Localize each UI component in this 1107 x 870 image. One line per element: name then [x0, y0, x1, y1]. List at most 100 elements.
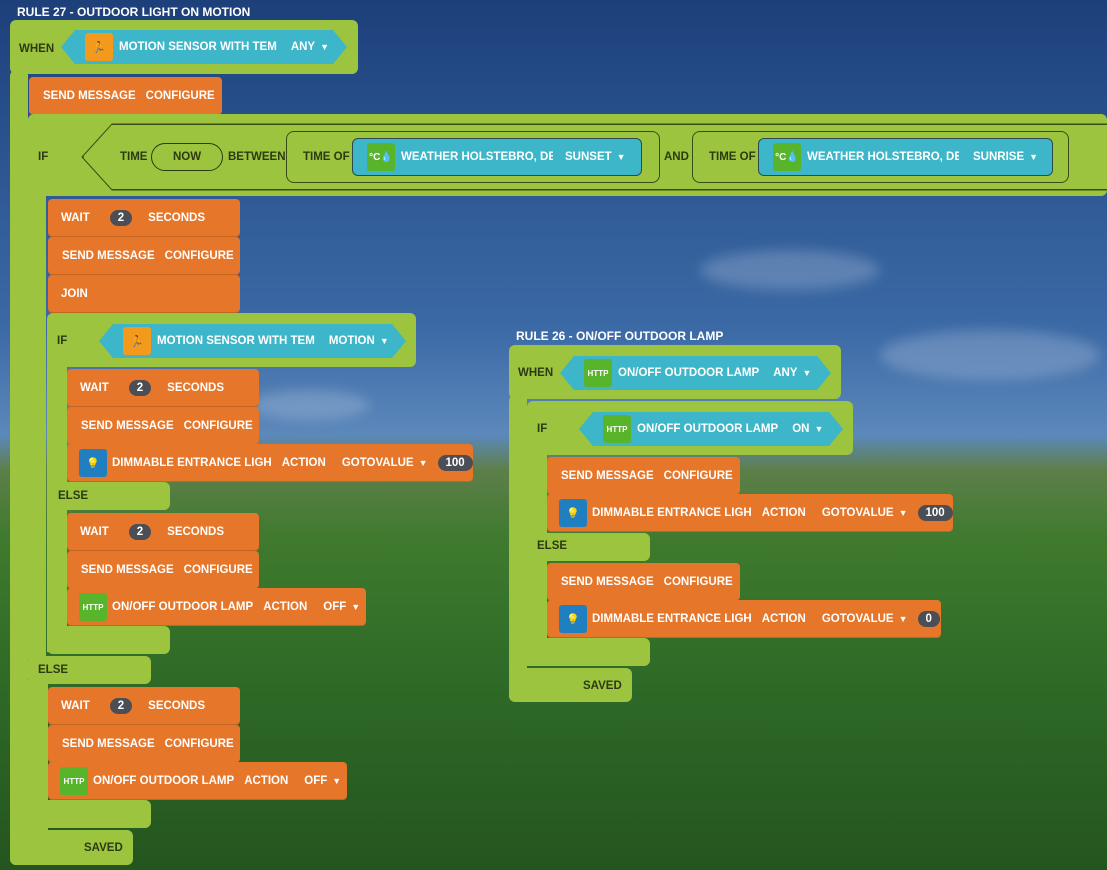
condition-device: ON/OFF OUTDOOR LAMP — [637, 423, 779, 435]
send-message-block[interactable]: SEND MESSAGE CONFIGURE — [547, 563, 740, 601]
send-message-label: SEND MESSAGE — [561, 576, 654, 588]
wait-unit: SECONDS — [148, 700, 206, 712]
wait-block[interactable]: WAIT 2 SECONDS — [67, 369, 259, 407]
time-of-label: TIME OF — [709, 151, 756, 163]
weather-sunset-condition[interactable]: °C💧 WEATHER HOLSTEBRO, DEN SUNSET▼ — [352, 138, 642, 176]
chevron-down-icon: ▼ — [898, 508, 908, 518]
rule27-footer — [10, 830, 133, 865]
action-label: ACTION — [281, 457, 326, 469]
wait-label: WAIT — [61, 212, 90, 224]
wait-block[interactable]: WAIT 2 SECONDS — [48, 687, 240, 725]
send-message-type[interactable]: CONFIGURE — [164, 738, 234, 750]
action-device: ON/OFF OUTDOOR LAMP — [93, 775, 235, 787]
send-message-label: SEND MESSAGE — [81, 564, 174, 576]
rule26-trigger[interactable]: HTTP ON/OFF OUTDOOR LAMP ANY▼ — [560, 356, 831, 390]
action-op-dropdown[interactable]: GOTOVALUE▼ — [821, 613, 908, 625]
dim-action-block[interactable]: 💡 DIMMABLE ENTRANCE LIGH ACTION GOTOVALU… — [67, 444, 473, 482]
chevron-down-icon: ▼ — [802, 368, 812, 378]
join-label: JOIN — [61, 288, 88, 300]
join-block[interactable]: JOIN — [48, 275, 240, 313]
send-message-type[interactable]: CONFIGURE — [663, 576, 733, 588]
weather-value-dropdown[interactable]: SUNSET▼ — [565, 151, 626, 163]
wait-block[interactable]: WAIT 2 SECONDS — [67, 513, 259, 551]
running-person-icon: 🏃 — [123, 327, 151, 355]
trigger-device: ON/OFF OUTDOOR LAMP — [618, 367, 760, 379]
weather-sunrise-condition[interactable]: °C💧 WEATHER HOLSTEBRO, DEN SUNRISE▼ — [758, 138, 1053, 176]
weather-temp-icon: °C💧 — [367, 143, 395, 171]
else-label: ELSE — [38, 664, 69, 676]
send-message-block[interactable]: SEND MESSAGE CONFIGURE — [67, 407, 259, 445]
lamp-action-block[interactable]: HTTP ON/OFF OUTDOOR LAMP ACTION OFF▼ — [67, 588, 366, 626]
send-message-type[interactable]: CONFIGURE — [183, 564, 253, 576]
wait-unit: SECONDS — [148, 212, 206, 224]
http-device-icon: HTTP — [584, 359, 612, 387]
action-value-input[interactable]: 100 — [437, 455, 473, 471]
rule27-trigger[interactable]: 🏃 MOTION SENSOR WITH TEM ANY▼ — [61, 30, 347, 64]
if-label: IF — [38, 151, 49, 163]
weather-device: WEATHER HOLSTEBRO, DEN — [807, 151, 959, 163]
wait-block[interactable]: WAIT 2 SECONDS — [48, 199, 240, 237]
dim-action-block[interactable]: 💡 DIMMABLE ENTRANCE LIGH ACTION GOTOVALU… — [547, 600, 941, 638]
action-op-dropdown[interactable]: GOTOVALUE▼ — [341, 457, 428, 469]
rule26-else-label: ELSE — [537, 540, 568, 552]
rule27-title: RULE 27 - OUTDOOR LIGHT ON MOTION — [17, 5, 251, 19]
action-device: DIMMABLE ENTRANCE LIGH — [592, 613, 752, 625]
send-message-type[interactable]: CONFIGURE — [164, 250, 234, 262]
send-message-label: SEND MESSAGE — [62, 250, 155, 262]
send-message-type[interactable]: CONFIGURE — [183, 420, 253, 432]
rule27-when-label: WHEN — [19, 43, 55, 55]
wait-label: WAIT — [80, 382, 109, 394]
action-device: ON/OFF OUTDOOR LAMP — [112, 601, 254, 613]
action-label: ACTION — [263, 601, 308, 613]
rule26-else-bar — [527, 533, 650, 561]
action-value-input[interactable]: 0 — [917, 611, 940, 627]
inner-else-bar — [47, 482, 170, 510]
trigger-value-dropdown[interactable]: ANY▼ — [773, 367, 812, 379]
rule26-status: SAVED — [583, 680, 622, 692]
action-value-dropdown[interactable]: OFF▼ — [323, 601, 361, 613]
chevron-down-icon: ▼ — [418, 458, 428, 468]
action-op-dropdown[interactable]: GOTOVALUE▼ — [821, 507, 908, 519]
rule26-if-footer — [527, 638, 650, 666]
inner-if-condition[interactable]: 🏃 MOTION SENSOR WITH TEM MOTION▼ — [99, 324, 406, 358]
wait-seconds-input[interactable]: 2 — [128, 380, 152, 396]
wait-seconds-input[interactable]: 2 — [109, 210, 133, 226]
condition-value-dropdown[interactable]: ON▼ — [792, 423, 824, 435]
rule27-status: SAVED — [84, 842, 123, 854]
send-message-block[interactable]: SEND MESSAGE CONFIGURE — [48, 237, 240, 275]
time-value-input[interactable]: NOW — [151, 143, 223, 171]
send-message-type[interactable]: CONFIGURE — [663, 470, 733, 482]
send-message-label: SEND MESSAGE — [561, 470, 654, 482]
rule26-when-label: WHEN — [518, 367, 554, 379]
lamp-action-block[interactable]: HTTP ON/OFF OUTDOOR LAMP ACTION OFF▼ — [48, 762, 347, 800]
action-device: DIMMABLE ENTRANCE LIGH — [112, 457, 272, 469]
send-message-block[interactable]: SEND MESSAGE CONFIGURE — [547, 457, 740, 495]
dim-action-block[interactable]: 💡 DIMMABLE ENTRANCE LIGH ACTION GOTOVALU… — [547, 494, 953, 532]
lightbulb-icon: 💡 — [79, 449, 107, 477]
trigger-value-dropdown[interactable]: ANY▼ — [290, 41, 330, 53]
chevron-down-icon: ▼ — [616, 152, 626, 162]
between-label: BETWEEN — [228, 151, 286, 163]
chevron-down-icon: ▼ — [351, 602, 361, 612]
wait-seconds-input[interactable]: 2 — [109, 698, 133, 714]
send-message-block[interactable]: SEND MESSAGE CONFIGURE — [67, 551, 259, 589]
action-value-dropdown[interactable]: OFF▼ — [304, 775, 342, 787]
send-message-type[interactable]: CONFIGURE — [145, 90, 215, 102]
chevron-down-icon: ▼ — [1029, 152, 1039, 162]
rule26-if-condition[interactable]: HTTP ON/OFF OUTDOOR LAMP ON▼ — [579, 412, 843, 446]
action-value-input[interactable]: 100 — [917, 505, 953, 521]
rule26-footer — [509, 668, 632, 702]
http-device-icon: HTTP — [60, 767, 88, 795]
action-label: ACTION — [761, 613, 806, 625]
weather-value-dropdown[interactable]: SUNRISE▼ — [973, 151, 1039, 163]
send-message-block[interactable]: SEND MESSAGE CONFIGURE — [48, 725, 240, 763]
running-person-icon: 🏃 — [85, 33, 113, 61]
lightbulb-icon: 💡 — [559, 499, 587, 527]
condition-value-dropdown[interactable]: MOTION▼ — [328, 335, 389, 347]
http-device-icon: HTTP — [603, 415, 631, 443]
chevron-down-icon: ▼ — [814, 424, 824, 434]
wait-seconds-input[interactable]: 2 — [128, 524, 152, 540]
send-message-block[interactable]: SEND MESSAGE CONFIGURE — [29, 77, 222, 115]
wait-unit: SECONDS — [167, 526, 225, 538]
chevron-down-icon: ▼ — [332, 776, 342, 786]
